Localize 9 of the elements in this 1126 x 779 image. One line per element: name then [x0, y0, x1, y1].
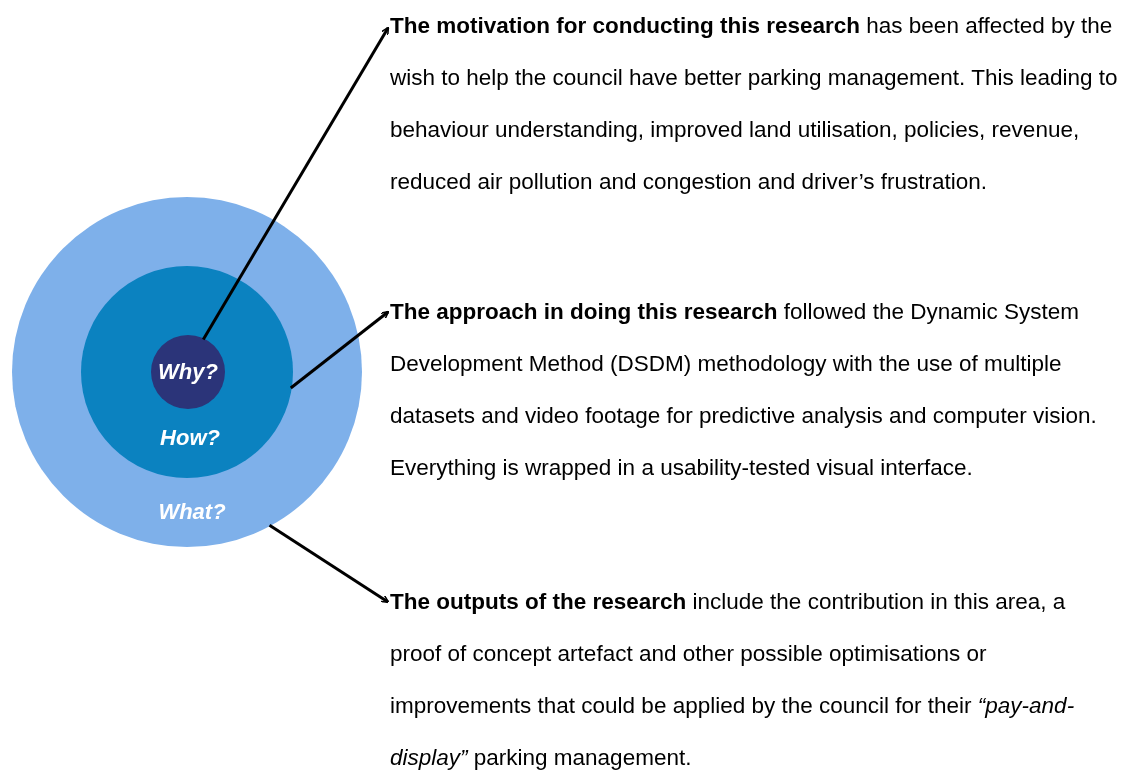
- arrow: [268, 523, 390, 604]
- description-paragraph: The motivation for conducting this research has been affected by the wish to help the council have better parking management. This leading to behaviour understanding, improved land utilisation, policies, revenue, reduced air pollution and congestion and driver’s frustration.: [390, 12, 1119, 196]
- circle-label: How?: [160, 425, 220, 451]
- arrow: [289, 310, 390, 390]
- arrow: [202, 26, 390, 341]
- circle-label: What?: [158, 499, 226, 525]
- circle-label: Why?: [158, 359, 218, 385]
- description-paragraph: The outputs of the research include the contribution in this area, a proof of concept artefact and other possible optimisations or improvements that could be applied by the council for their “pay-and-display” parking management.: [390, 588, 1076, 772]
- description-paragraph: The approach in doing this research followed the Dynamic System Development Method (DSDM) methodology with the use of multiple datasets and video footage for predictive analysis and computer vision. Everything is wrapped in a usability-tested visual interface.: [390, 298, 1098, 482]
